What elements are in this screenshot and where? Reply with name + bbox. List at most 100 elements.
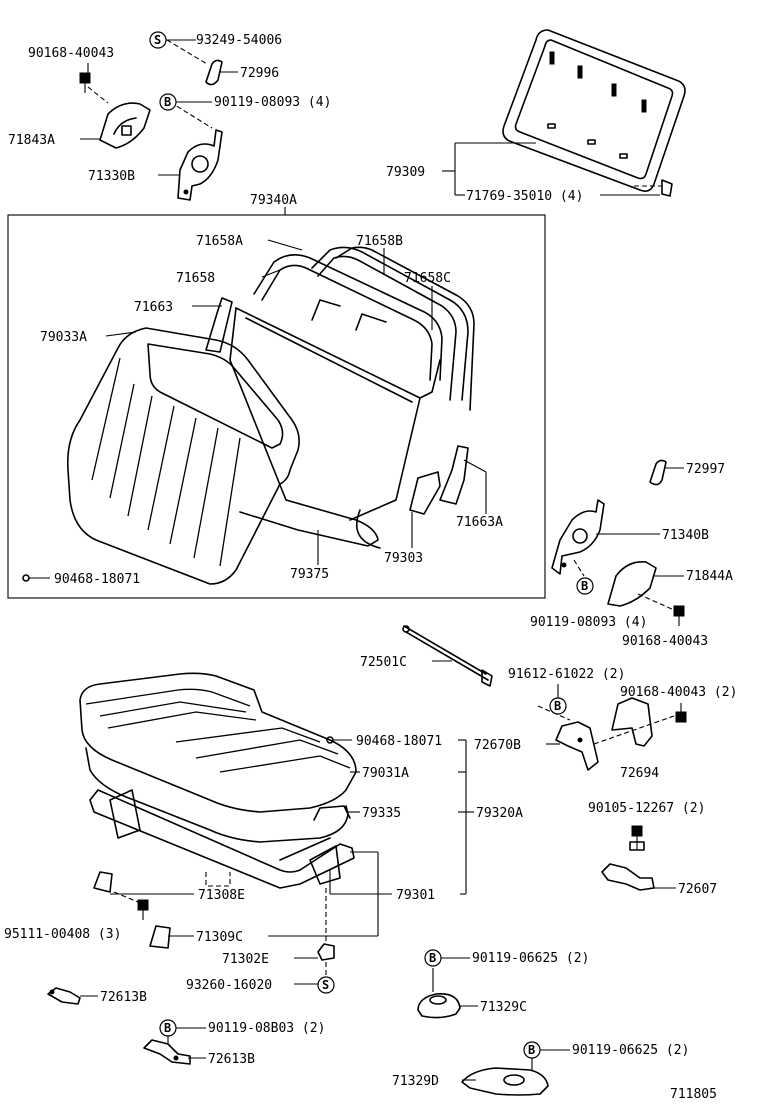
callout-79335: 79335 [362, 806, 401, 821]
bracket-72670b [555, 721, 599, 771]
callout-90119-08b03: 90119-08B03 (2) [208, 1021, 325, 1036]
cap-72996 [205, 59, 223, 86]
leader [105, 331, 137, 337]
nut-71302e [317, 943, 335, 961]
callout-72501c: 72501C [360, 655, 407, 670]
mount-71329c [417, 992, 461, 1019]
callout-79301: 79301 [396, 888, 435, 903]
hinge-71340b [551, 499, 605, 575]
callout-71658b: 71658B [356, 234, 403, 249]
leader [169, 101, 213, 129]
badge-circle [317, 976, 335, 994]
callout-91612-61022: 91612-61022 (2) [508, 667, 625, 682]
leader [205, 872, 231, 887]
badge-b: B [528, 1043, 535, 1057]
leader [573, 559, 585, 577]
callout-71340b: 71340B [662, 528, 709, 543]
callout-90119-06625: 90119-06625 (2) [472, 951, 589, 966]
board-79309 [502, 29, 686, 192]
bracket-71309c [149, 925, 171, 949]
bracket-71308e [93, 871, 113, 893]
callout-72694: 72694 [620, 766, 659, 781]
badge-s: S [322, 978, 329, 992]
callout-71663: 71663 [134, 300, 173, 315]
leader [267, 239, 303, 251]
callout-71843a: 71843A [8, 133, 55, 148]
callout-71329c: 71329C [480, 1000, 527, 1015]
callout-71769-35010: 71769-35010 (4) [466, 189, 583, 204]
callout-79375: 79375 [290, 567, 329, 582]
callout-79033a: 79033A [40, 330, 87, 345]
callout-72613b-upper: 72613B [100, 990, 147, 1005]
screw-71769 [634, 179, 673, 197]
callout-71330b: 71330B [88, 169, 135, 184]
badge-b: B [429, 951, 436, 965]
bracket-72613b-lower [143, 1039, 191, 1065]
leader [593, 715, 675, 745]
mount-71329d [461, 1067, 549, 1096]
leader [637, 593, 675, 611]
callout-71308e: 71308E [198, 888, 245, 903]
callout-90119-08093-right: 90119-08093 (4) [530, 615, 647, 630]
bracket-72694 [611, 697, 653, 747]
leader [261, 269, 281, 278]
bolt-90105 [629, 825, 645, 851]
callout-72670b: 72670B [474, 738, 521, 753]
leader [87, 86, 109, 104]
callout-93249-54006: 93249-54006 [196, 33, 282, 48]
badge-b: B [164, 95, 171, 109]
leader [463, 459, 487, 473]
callout-72613b-lower: 72613B [208, 1052, 255, 1067]
clip-90468-back [22, 574, 50, 582]
badge-b: B [164, 1021, 171, 1035]
callout-93260-16020: 93260-16020 [186, 978, 272, 993]
callout-labels: 90168-40043 S 93249-54006 72996 B 90119-… [4, 31, 737, 1102]
seat-cushion-79031a [79, 672, 357, 813]
bracket-72607 [601, 863, 655, 891]
callout-90168-40043: 90168-40043 [28, 46, 114, 61]
callout-90119-06625-lower: 90119-06625 (2) [572, 1043, 689, 1058]
callout-79303: 79303 [384, 551, 423, 566]
cap-72997 [649, 459, 667, 486]
screw-95111 [113, 891, 149, 920]
callout-90468-18071-seat: 90468-18071 [356, 734, 442, 749]
back-board-79375 [229, 307, 379, 547]
hook-71663 [205, 297, 233, 353]
hook-71663a [439, 445, 469, 505]
hinge-cover-71843a [99, 102, 151, 149]
seat-frame-79301 [89, 789, 355, 889]
bolt-90168-right [673, 605, 685, 626]
callout-90168-40043-right: 90168-40043 [622, 634, 708, 649]
badge-b: B [581, 579, 588, 593]
callout-95111-00408: 95111-00408 (3) [4, 927, 121, 942]
badge-circle [576, 577, 594, 595]
badge-s: S [154, 33, 161, 47]
hinge-71330b [177, 129, 223, 201]
rod-72501c [402, 625, 493, 687]
callout-72997: 72997 [686, 462, 725, 477]
seatback-frames [235, 246, 475, 549]
callout-90168-40043-2: 90168-40043 (2) [620, 685, 737, 700]
seatback-assembly-box [7, 214, 546, 599]
bolt-90168-mid [675, 703, 687, 723]
callout-71329d: 71329D [392, 1074, 439, 1089]
callout-79320a: 79320A [476, 806, 523, 821]
callout-90105-12267: 90105-12267 (2) [588, 801, 705, 816]
callout-72607: 72607 [678, 882, 717, 897]
figure-number: 711805 [670, 1087, 717, 1102]
callout-71663a: 71663A [456, 515, 503, 530]
callout-90468-18071-back: 90468-18071 [54, 572, 140, 587]
callout-90119-08093: 90119-08093 (4) [214, 95, 331, 110]
callout-71658c: 71658C [404, 271, 451, 286]
seat-pad-79335 [85, 747, 351, 843]
bracket-79303 [409, 471, 441, 515]
callout-71844a: 71844A [686, 569, 733, 584]
callout-71658a: 71658A [196, 234, 243, 249]
callout-79031a: 79031A [362, 766, 409, 781]
callout-71309c: 71309C [196, 930, 243, 945]
callout-71302e: 71302E [222, 952, 269, 967]
bolt-90168-top [79, 72, 91, 93]
badge-b: B [554, 699, 561, 713]
callout-72996: 72996 [240, 66, 279, 81]
